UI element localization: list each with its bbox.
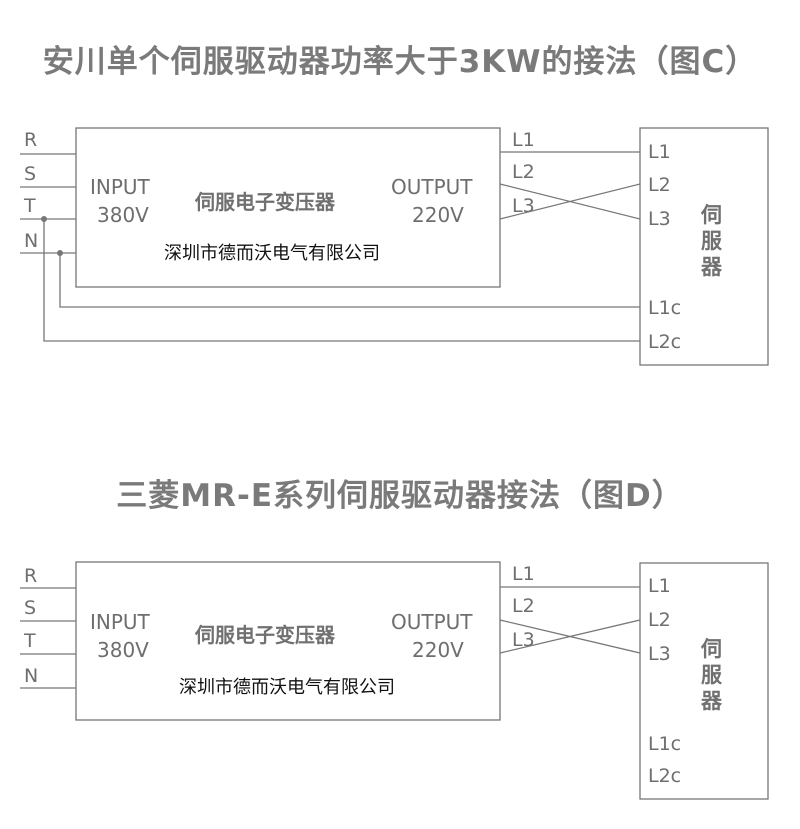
servo-terminal-l2c: L2c — [648, 331, 681, 353]
output-label-l1: L1 — [512, 129, 535, 151]
transformer-name: 伺服电子变压器 — [194, 623, 336, 647]
servo-name-char-1: 伺 — [700, 637, 722, 661]
servo-name-char-3: 器 — [700, 689, 723, 713]
input-text: INPUT — [90, 610, 151, 634]
wire-n-to-l1c — [59, 253, 640, 308]
wire-l3-cross — [499, 619, 641, 654]
servo-box — [639, 127, 769, 366]
diagram-d: R S T N INPUT 380V 伺服电子变压器 OUTPUT 220V 深… — [20, 561, 769, 800]
input-voltage: 380V — [97, 203, 149, 227]
input-text: INPUT — [90, 175, 151, 199]
output-text: OUTPUT — [391, 610, 473, 634]
input-label-r: R — [24, 565, 37, 587]
company-watermark: 深圳市德而沃电气有限公司 — [164, 243, 380, 264]
input-label-t: T — [23, 195, 36, 217]
output-label-l1: L1 — [512, 563, 535, 585]
diagram-d-title: 三菱MR-E系列伺服驱动器接法（图D） — [116, 478, 684, 514]
output-label-l2: L2 — [512, 161, 535, 183]
servo-terminal-l2: L2 — [648, 174, 671, 196]
input-label-n: N — [24, 665, 38, 687]
output-voltage: 220V — [412, 638, 464, 662]
input-voltage: 380V — [97, 638, 149, 662]
input-label-n: N — [24, 230, 38, 252]
servo-name-char-1: 伺 — [700, 203, 722, 227]
servo-terminal-l1: L1 — [648, 575, 671, 597]
input-label-s: S — [24, 163, 36, 185]
servo-name-char-2: 服 — [701, 229, 723, 253]
servo-terminal-l1: L1 — [648, 141, 671, 163]
input-label-s: S — [24, 597, 36, 619]
wire-l3-cross — [499, 183, 641, 220]
diagram-c: R S T N INPUT 380V 伺服电子变压器 OUTPUT 220V 深… — [20, 127, 769, 366]
servo-terminal-l1c: L1c — [648, 297, 681, 319]
servo-terminal-l3: L3 — [648, 643, 671, 665]
input-label-t: T — [23, 630, 36, 652]
output-text: OUTPUT — [391, 175, 473, 199]
servo-name-char-2: 服 — [701, 663, 723, 687]
diagram-c-title: 安川单个伺服驱动器功率大于3KW的接法（图C） — [42, 44, 758, 80]
servo-terminal-l1c: L1c — [648, 733, 681, 755]
output-label-l2: L2 — [512, 595, 535, 617]
input-label-r: R — [24, 129, 37, 151]
servo-terminal-l2: L2 — [648, 609, 671, 631]
servo-name-char-3: 器 — [700, 255, 723, 279]
servo-box — [639, 562, 769, 800]
servo-terminal-l3: L3 — [648, 208, 671, 230]
servo-terminal-l2c: L2c — [648, 765, 681, 787]
company-watermark: 深圳市德而沃电气有限公司 — [179, 677, 395, 698]
transformer-name: 伺服电子变压器 — [194, 190, 336, 214]
output-voltage: 220V — [412, 203, 464, 227]
transformer-box — [75, 561, 501, 721]
wire-t-to-l2c — [43, 219, 640, 342]
transformer-box — [75, 127, 501, 288]
